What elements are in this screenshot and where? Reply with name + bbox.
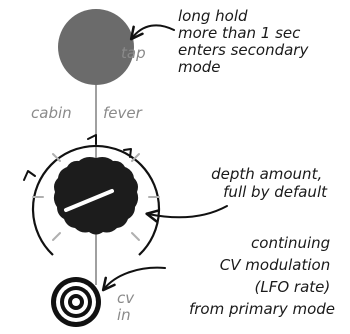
tap-button[interactable] (58, 9, 134, 85)
cv-annotation-line-2: CV modulation (220, 256, 330, 274)
arc-arrow-top (87, 134, 97, 145)
cv-annotation-line-3: (LFO rate) (254, 278, 330, 296)
cv-jack[interactable] (51, 277, 101, 327)
knob-pointer (64, 189, 114, 212)
cv-label-line-2: in (117, 306, 131, 324)
tap-annotation: long hold more than 1 sec enters seconda… (178, 7, 313, 76)
cv-annotation-line-1: continuing (251, 234, 330, 252)
cv-annotation: continuing CV modulation (LFO rate) from… (189, 234, 335, 318)
mode-label-right: fever (103, 104, 143, 122)
knob-ticks (32, 153, 160, 241)
arc-arrow-right (123, 148, 132, 158)
depth-annotation-line-1: depth amount, (211, 165, 322, 183)
cv-annotation-line-4: from primary mode (189, 300, 335, 318)
depth-annotation: depth amount, full by default (211, 165, 328, 201)
tap-annotation-line-1: long hold (178, 7, 248, 25)
tap-annotation-line-4: mode (178, 58, 221, 76)
tap-annotation-arrow (129, 24, 175, 41)
mode-label-left: cabin (31, 104, 72, 122)
tap-annotation-line-3: enters secondary (178, 41, 309, 59)
cv-jack-label: cv in (117, 289, 139, 324)
tap-label: tap (121, 44, 146, 62)
depth-annotation-line-2: full by default (223, 183, 328, 201)
arc-arrow-left (23, 170, 36, 181)
cv-annotation-arrow (101, 266, 166, 292)
depth-annotation-arrow (145, 205, 228, 223)
cv-label-line-1: cv (117, 289, 135, 307)
tap-annotation-line-2: more than 1 sec (178, 24, 301, 42)
